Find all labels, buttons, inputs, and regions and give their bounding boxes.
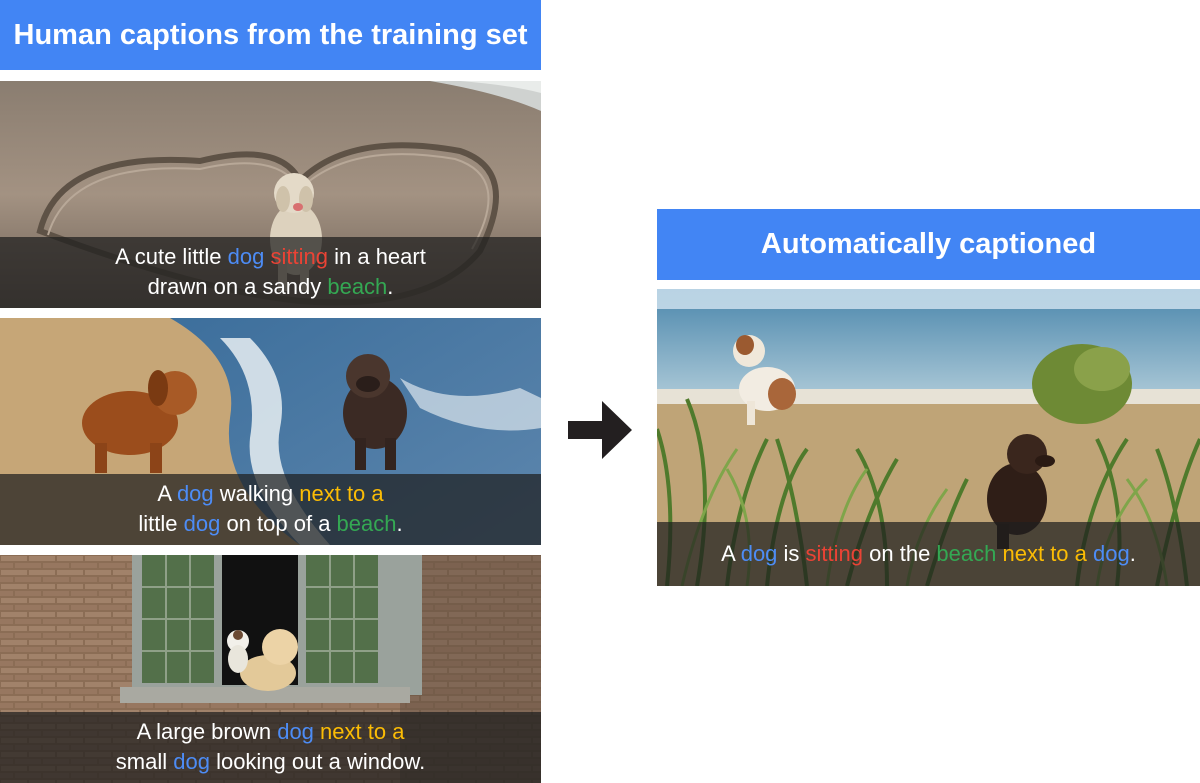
training-set-title: Human captions from the training set xyxy=(0,0,541,70)
caption-word: walking xyxy=(213,481,300,506)
caption-word: in a heart xyxy=(328,244,426,269)
caption-word: is xyxy=(777,541,806,566)
keyword-next-to-a: next to a xyxy=(299,481,384,506)
caption-line: A cute little dog sitting in a heart xyxy=(0,242,541,272)
caption-word: looking out a window. xyxy=(209,749,426,774)
keyword-dog: dog xyxy=(227,244,265,269)
training-caption-2: A dog walking next to a little dog on to… xyxy=(0,474,541,545)
keyword-next-to-a: next to a xyxy=(1002,541,1087,566)
keyword-dog: dog xyxy=(176,481,214,506)
auto-captioned-photo: A dog is sitting on the beach next to a … xyxy=(657,289,1200,586)
keyword-beach: beach xyxy=(336,511,397,536)
training-caption-1: A cute little dog sitting in a heart dra… xyxy=(0,237,541,308)
caption-line: little dog on top of a beach. xyxy=(0,509,541,539)
keyword-beach: beach xyxy=(936,541,997,566)
caption-word: on the xyxy=(863,541,937,566)
right-arrow-icon xyxy=(568,401,632,459)
auto-caption: A dog is sitting on the beach next to a … xyxy=(657,522,1200,586)
caption-word: little xyxy=(138,511,184,536)
keyword-dog: dog xyxy=(740,541,778,566)
keyword-beach: beach xyxy=(327,274,388,299)
training-photo-heart-beach: A cute little dog sitting in a heart dra… xyxy=(0,81,541,308)
training-photo-window: A large brown dog next to a small dog lo… xyxy=(0,555,541,783)
auto-caption-title: Automatically captioned xyxy=(657,209,1200,280)
caption-line: drawn on a sandy beach. xyxy=(0,272,541,302)
caption-word: on top of a xyxy=(220,511,337,536)
caption-word: . xyxy=(387,274,394,299)
caption-line: A large brown dog next to a xyxy=(0,717,541,747)
keyword-sitting: sitting xyxy=(805,541,864,566)
training-photo-shoreline: A dog walking next to a little dog on to… xyxy=(0,318,541,545)
keyword-dog: dog xyxy=(183,511,221,536)
caption-word: A large brown xyxy=(136,719,278,744)
keyword-sitting: sitting xyxy=(270,244,328,269)
training-caption-3: A large brown dog next to a small dog lo… xyxy=(0,712,541,783)
keyword-next-to-a: next to a xyxy=(320,719,405,744)
caption-word: drawn on a sandy xyxy=(147,274,328,299)
caption-word: . xyxy=(396,511,403,536)
caption-word: A xyxy=(721,541,741,566)
caption-line: A dog walking next to a xyxy=(0,479,541,509)
caption-word: A xyxy=(157,481,177,506)
caption-word: A cute little xyxy=(115,244,228,269)
caption-line: A dog is sitting on the beach next to a … xyxy=(721,539,1136,569)
caption-line: small dog looking out a window. xyxy=(0,747,541,777)
caption-word: small xyxy=(115,749,174,774)
keyword-dog: dog xyxy=(277,719,314,744)
keyword-dog: dog xyxy=(173,749,210,774)
caption-word: . xyxy=(1129,541,1136,566)
keyword-dog: dog xyxy=(1093,541,1130,566)
